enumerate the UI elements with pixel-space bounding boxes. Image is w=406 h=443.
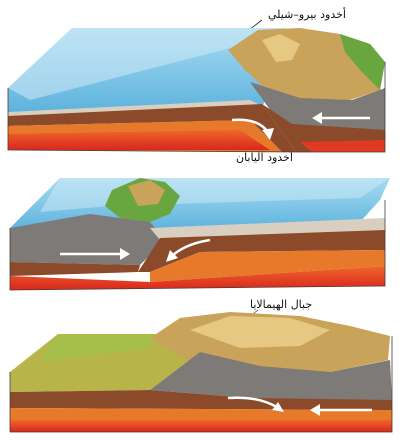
panel-peru-chile <box>8 20 385 152</box>
panel-himalaya <box>10 310 392 432</box>
panel-japan <box>10 178 390 290</box>
mantle-right <box>300 140 385 152</box>
mantle <box>10 420 392 432</box>
